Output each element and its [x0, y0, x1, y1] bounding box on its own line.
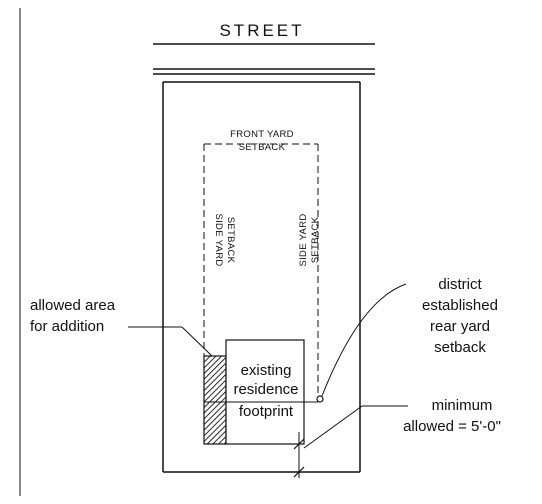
side-yard-setback-right-label-1: SIDE YARD [298, 213, 309, 266]
existing-residence-label-1: existing [241, 362, 292, 379]
front-yard-setback-label-1: FRONT YARD [230, 129, 294, 140]
allowed-area-label-1: allowed area [30, 297, 116, 314]
rear-yard-setback-label-3: rear yard [430, 318, 490, 335]
side-yard-setback-right-label-2: SETBACK [310, 216, 321, 263]
existing-residence-label-2: residence [233, 381, 298, 398]
rear-yard-setback-leader [321, 283, 407, 397]
dimension-tick-bottom [293, 466, 305, 478]
allowed-addition-area [203, 355, 227, 445]
side-yard-setback-left-label-2: SETBACK [225, 217, 236, 264]
rear-yard-setback-label-2: established [422, 297, 498, 314]
rear-yard-setback-label-4: setback [434, 339, 486, 356]
rear-yard-setback-leader-dot [316, 395, 324, 403]
allowed-area-leader-diagonal [181, 326, 213, 357]
existing-residence-label-3: footprint [239, 403, 294, 420]
minimum-allowed-label-1: minimum [432, 397, 493, 414]
street-label: STREET [219, 21, 304, 40]
front-yard-setback-label-2: SETBACK [239, 142, 286, 153]
minimum-allowed-leader-diagonal [303, 405, 363, 449]
side-yard-setback-left-label-1: SIDE YARD [213, 213, 224, 266]
minimum-allowed-label-2: allowed = 5'-0" [403, 418, 501, 435]
allowed-area-label-2: for addition [30, 318, 104, 335]
rear-yard-setback-label-1: district [438, 276, 482, 293]
existing-residence-footprint [225, 339, 305, 445]
dimension-tick-top [293, 438, 305, 450]
